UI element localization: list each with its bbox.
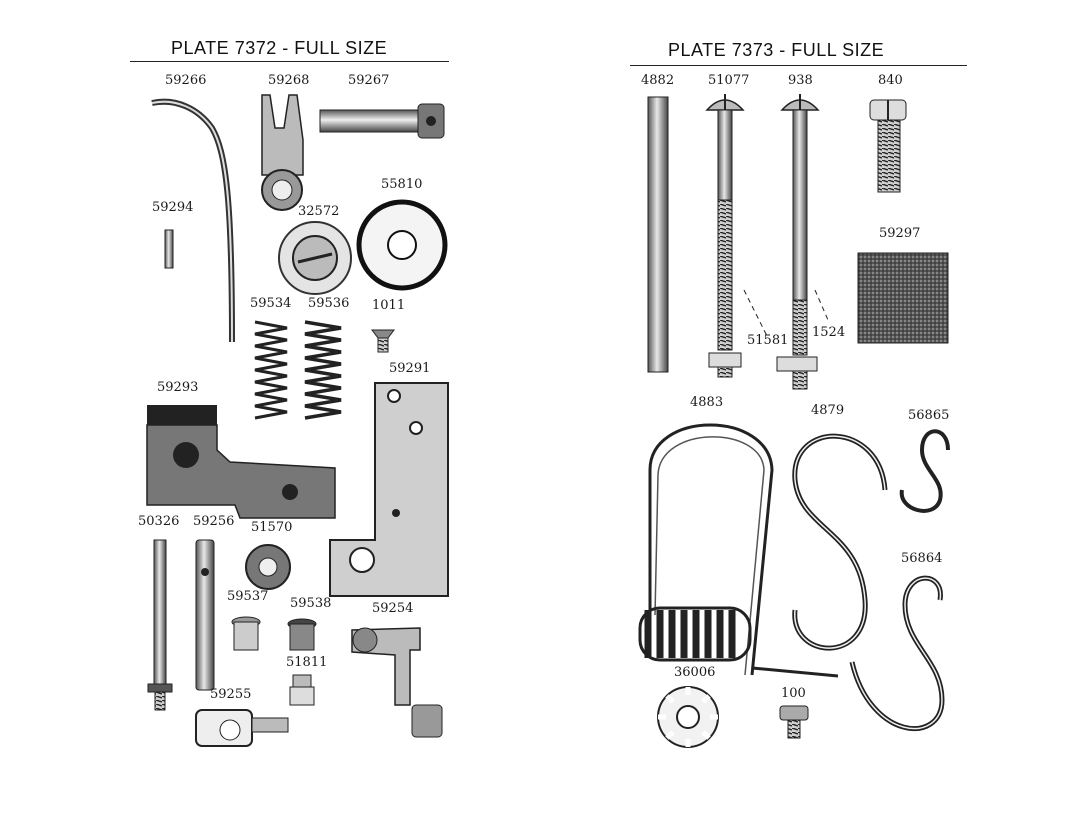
- part-59255-drawing: [195, 709, 289, 747]
- part-51077-drawing: [705, 94, 745, 378]
- part-59536-drawing: [304, 320, 342, 420]
- part-label-840: 840: [878, 73, 903, 88]
- part-label-59538: 59538: [290, 596, 332, 611]
- left-plate-title: PLATE 7372 - FULL SIZE: [171, 38, 388, 58]
- part-32572-drawing: [278, 221, 352, 295]
- part-51811-drawing: [289, 674, 315, 706]
- part-label-938: 938: [788, 73, 813, 88]
- part-4882-drawing: [647, 96, 669, 373]
- part-label-59534: 59534: [250, 296, 292, 311]
- part-51570-drawing: [245, 544, 291, 590]
- part-59256-drawing: [195, 539, 215, 691]
- part-59267-drawing: [319, 103, 445, 139]
- part-label-59293: 59293: [157, 380, 199, 395]
- part-100-drawing: [779, 705, 809, 739]
- part-label-51811: 51811: [286, 655, 328, 670]
- part-label-59255: 59255: [210, 687, 252, 702]
- part-938-drawing: [776, 94, 820, 390]
- part-label-32572: 32572: [298, 204, 340, 219]
- part-59266-drawing: [151, 98, 235, 343]
- part-840-drawing: [869, 99, 907, 193]
- part-59268-drawing: [261, 94, 304, 211]
- part-label-51077: 51077: [708, 73, 750, 88]
- part-59538-drawing: [287, 618, 317, 651]
- part-label-1011: 1011: [372, 298, 406, 313]
- right-plate-rule: [630, 65, 967, 66]
- part-59537-drawing: [231, 616, 261, 651]
- part-label-59254: 59254: [372, 601, 414, 616]
- part-59297-drawing: [857, 252, 949, 344]
- part-label-51581: 51581: [747, 333, 789, 348]
- part-59254-drawing: [351, 627, 443, 738]
- part-label-59297: 59297: [879, 226, 921, 241]
- part-label-4882: 4882: [641, 73, 675, 88]
- part-label-4883: 4883: [690, 395, 724, 410]
- part-label-55810: 55810: [381, 177, 423, 192]
- part-label-59294: 59294: [152, 200, 194, 215]
- part-label-59291: 59291: [389, 361, 431, 376]
- part-55810-drawing: [356, 199, 448, 291]
- part-label-59266: 59266: [165, 73, 207, 88]
- part-label-56865: 56865: [908, 408, 950, 423]
- part-label-59537: 59537: [227, 589, 269, 604]
- part-56865-drawing: [899, 429, 950, 513]
- part-label-59256: 59256: [193, 514, 235, 529]
- right-plate-title: PLATE 7373 - FULL SIZE: [668, 40, 885, 60]
- part-59293-drawing: [146, 405, 336, 519]
- part-4883-drawing: [638, 423, 839, 678]
- part-label-51570: 51570: [251, 520, 293, 535]
- part-59534-drawing: [254, 320, 288, 420]
- part-label-56864: 56864: [901, 551, 943, 566]
- part-1011-drawing: [371, 329, 395, 353]
- part-label-50326: 50326: [138, 514, 180, 529]
- part-label-36006: 36006: [674, 665, 716, 680]
- part-59294-drawing: [164, 229, 174, 269]
- part-label-59267: 59267: [348, 73, 390, 88]
- part-50326-drawing: [147, 539, 173, 711]
- left-plate-rule: [130, 61, 449, 62]
- part-36006-drawing: [657, 686, 719, 748]
- part-59291-drawing: [329, 382, 449, 597]
- part-label-100: 100: [781, 686, 806, 701]
- part-label-1524: 1524: [812, 325, 846, 340]
- part-label-59536: 59536: [308, 296, 350, 311]
- part-label-59268: 59268: [268, 73, 310, 88]
- part-label-4879: 4879: [811, 403, 845, 418]
